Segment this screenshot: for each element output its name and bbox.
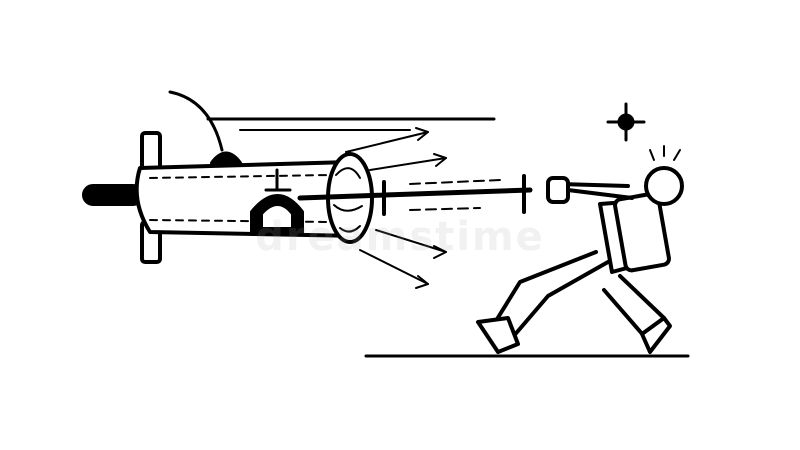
rocket-antenna [168,90,242,165]
rocket-nozzle [82,184,144,206]
astronaut [476,145,684,354]
rocket-hatch [250,168,304,236]
spear [297,174,533,216]
motion-arrows [345,127,447,289]
star-icon [606,102,646,142]
